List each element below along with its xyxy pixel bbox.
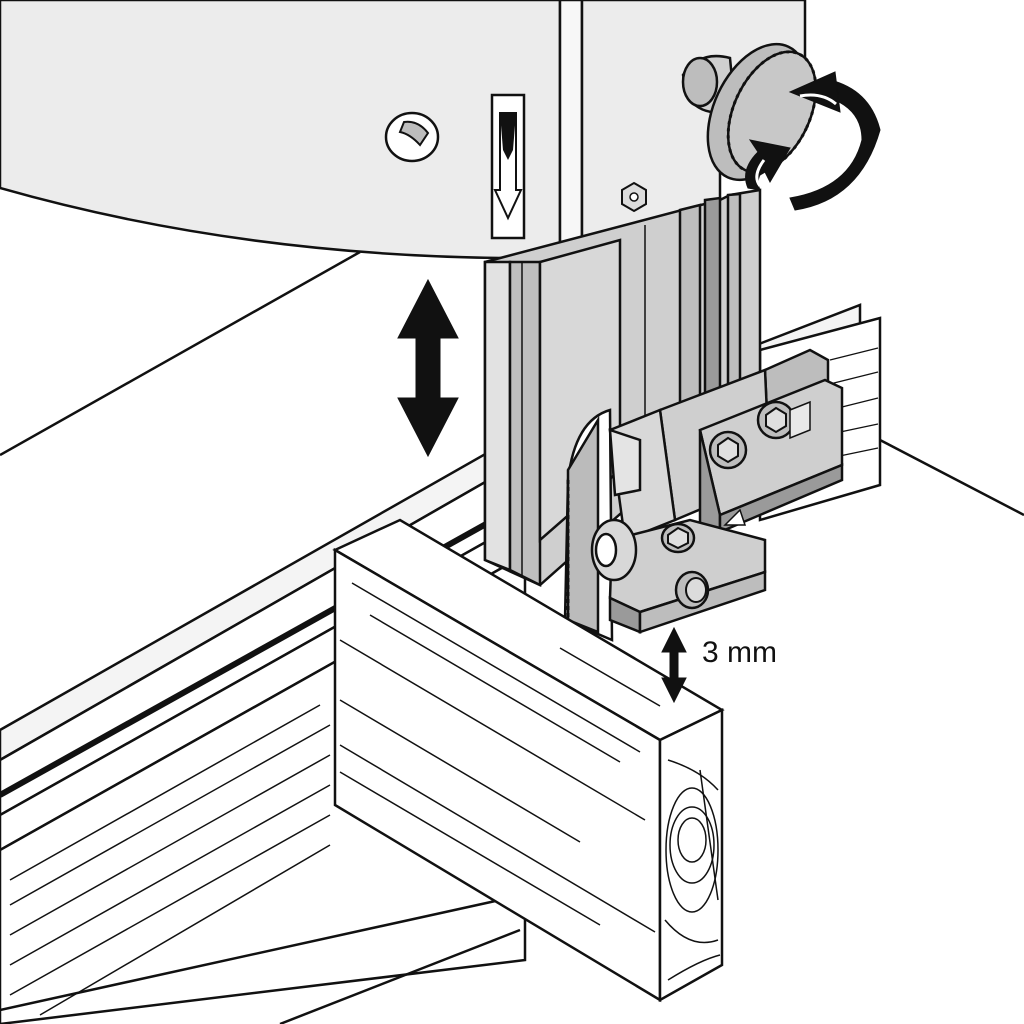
gap-label: 3 mm	[702, 636, 777, 669]
arrow-down-icon	[493, 112, 523, 221]
gap-indicator	[661, 626, 687, 704]
blade-direction-sticker	[490, 93, 526, 240]
wooden-workpiece	[332, 518, 725, 1003]
guide-bolt-upper	[756, 400, 796, 440]
wood-end-grain	[664, 759, 721, 981]
holder-bolt-top	[660, 522, 696, 554]
rotate-arrows-icon	[745, 71, 881, 211]
bearing-holder	[590, 518, 767, 634]
bearing-wheel	[590, 518, 638, 582]
adjustment-knob[interactable]	[681, 28, 833, 196]
holder-screw-side	[674, 570, 710, 610]
saw-blade	[563, 408, 614, 642]
guide-post	[483, 188, 762, 588]
guide-block-assembly	[608, 348, 844, 542]
guide-bolt-lower	[708, 430, 748, 470]
double-arrow-vertical-icon	[397, 278, 459, 458]
